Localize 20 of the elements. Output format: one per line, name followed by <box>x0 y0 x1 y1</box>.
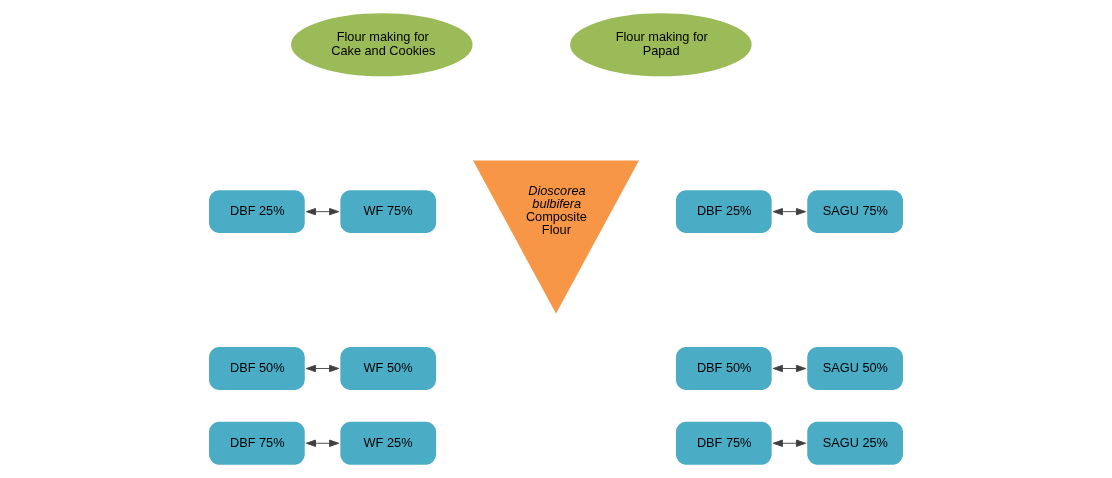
node-ellipse: Flour making for Papad <box>567 10 755 79</box>
node-box: WF 50% <box>337 344 439 393</box>
node-ellipse: Flour making for Cake and Cookies <box>288 10 476 79</box>
node-box: WF 25% <box>337 419 439 468</box>
arrow <box>772 208 807 216</box>
node-box: WF 75% <box>337 187 439 236</box>
arrow <box>772 364 807 373</box>
node-box: DBF 75% <box>673 419 775 468</box>
node-box: SAGU 50% <box>804 344 906 393</box>
arrow <box>305 364 340 373</box>
node-box: DBF 25% <box>206 187 308 236</box>
node-box: DBF 50% <box>206 344 308 393</box>
arrow <box>772 439 807 447</box>
node-box: DBF 25% <box>673 187 775 236</box>
node-box: DBF 75% <box>206 419 308 468</box>
arrow <box>305 439 340 447</box>
arrow <box>305 208 340 216</box>
node-box: SAGU 75% <box>804 187 906 236</box>
node-box: DBF 50% <box>673 344 775 393</box>
node-box: SAGU 25% <box>804 419 906 468</box>
